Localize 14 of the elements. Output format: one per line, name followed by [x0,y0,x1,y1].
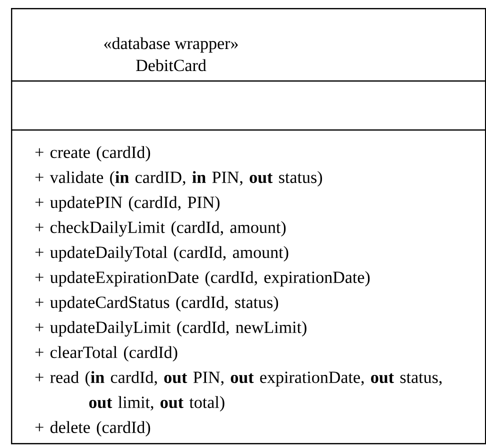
operation-text: + updateDailyLimit (cardId, newLimit) [35,321,306,337]
operation-text: + updatePIN (cardId, PIN) [35,196,220,212]
operation-text: + updateDailyTotal (cardId, amount) [35,246,288,262]
stereotype-label: «database wrapper» [104,37,238,53]
operation-text: + checkDailyLimit (cardId, amount) [35,221,286,237]
operation-text: + create (cardId) [35,146,150,162]
operation-text: + validate (in cardID, in PIN, out status) [35,171,322,187]
operation-text: + read (in cardId, out PIN, out expirationDate, out status, out limit, out total) [35,371,442,412]
operation-text: + clearTotal (cardId) [35,346,178,362]
operation-text: + updateCardStatus (cardId, status) [35,296,278,312]
class-name: DebitCard [136,59,206,72]
operation-text: + updateExpirationDate (cardId, expirationDate) [35,271,370,287]
class-box [11,8,486,444]
operation-text: + delete (cardId) [35,421,150,437]
